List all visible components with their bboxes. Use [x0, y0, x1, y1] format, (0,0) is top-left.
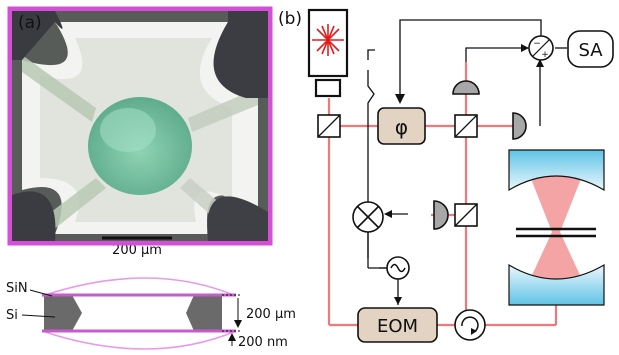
eom-label: EOM — [377, 316, 418, 337]
photodetector-mid — [433, 200, 449, 230]
mixer-input-arrow — [384, 210, 392, 218]
panel-a-label: (a) — [18, 13, 42, 33]
beam-splitter-3 — [454, 203, 478, 227]
eom-input-arrow — [394, 297, 402, 305]
sa-label: SA — [578, 40, 603, 61]
cavity-mirror-bottom — [508, 263, 605, 306]
phase-input-arrow — [395, 94, 405, 104]
sin-label: SiN — [6, 281, 28, 296]
eom: EOM — [357, 307, 438, 343]
plus-sign: + — [541, 50, 549, 60]
panel-b-label: (b) — [278, 9, 302, 29]
oscillator — [386, 256, 410, 280]
photodetector-right — [512, 112, 527, 140]
membrane-thickness-label: 200 nm — [238, 335, 288, 350]
thickness-label: 200 µm — [246, 307, 296, 322]
subtractor-input-arrow — [521, 44, 529, 52]
circulator-icon — [454, 309, 486, 341]
subtractor: − + — [528, 35, 554, 61]
optical-cavity — [508, 149, 605, 306]
si-block-left — [44, 295, 82, 331]
photodetector-icon — [512, 112, 527, 140]
cavity-mode — [526, 166, 586, 288]
mixer — [352, 201, 384, 233]
cross-section: SiN Si 200 µm 200 nm — [6, 277, 296, 350]
micrograph: 200 µm (a) — [8, 7, 272, 258]
si-block-right — [186, 295, 222, 331]
si-label: Si — [6, 308, 18, 323]
photodetector-top — [452, 80, 480, 95]
spectrum-analyzer: SA — [567, 30, 614, 68]
photodetector-icon — [452, 80, 480, 95]
beam-splitter-2 — [454, 114, 478, 138]
beam-splitter-1 — [317, 114, 341, 138]
scale-bar-label: 200 µm — [112, 243, 162, 258]
photodetector-icon — [433, 200, 449, 230]
cavity-mirror-top — [508, 149, 605, 192]
circulator — [454, 309, 486, 341]
frame-outline — [7, 6, 273, 246]
phase-symbol: φ — [395, 115, 408, 139]
laser-icon — [312, 24, 344, 56]
phase-shifter: φ — [377, 107, 426, 145]
laser — [307, 8, 349, 98]
subtractor-input-arrow-2 — [536, 59, 544, 67]
minus-sign: − — [533, 39, 541, 49]
